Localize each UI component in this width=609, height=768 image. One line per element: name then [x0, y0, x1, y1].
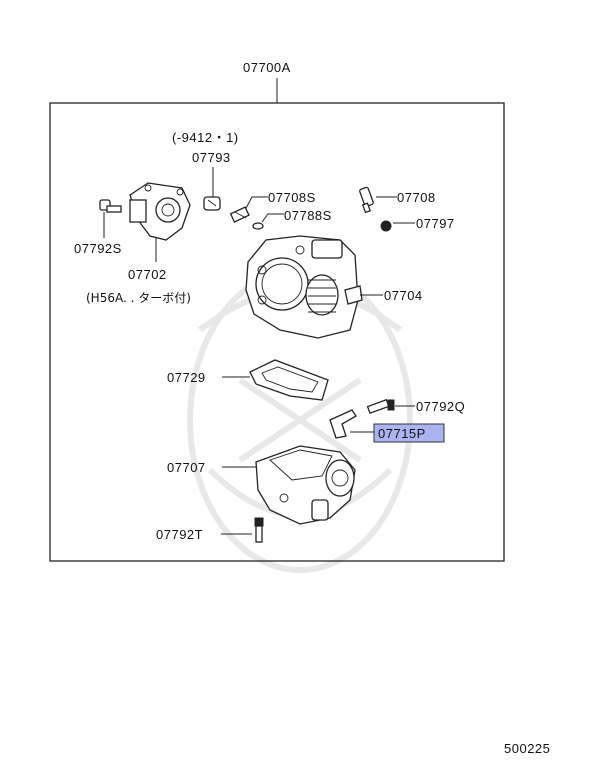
part-07702[interactable] [129, 182, 191, 241]
label-07704[interactable]: 07704 [384, 288, 423, 303]
highlight-box-07715P[interactable] [373, 423, 445, 443]
part-07788S[interactable] [252, 222, 264, 230]
label-07729[interactable]: 07729 [167, 370, 206, 385]
part-07797[interactable] [380, 220, 392, 232]
label-date-range: (-9412・1) [172, 130, 239, 145]
label-07797[interactable]: 07797 [416, 216, 455, 231]
label-07702-note: (H56A. . ターボ付) [86, 291, 191, 305]
part-07792Q[interactable] [366, 398, 395, 415]
label-07707[interactable]: 07707 [167, 460, 206, 475]
label-07715P[interactable]: 07715P [378, 426, 426, 441]
part-07708S[interactable] [229, 206, 250, 223]
part-07793[interactable] [203, 196, 221, 211]
label-07793[interactable]: 07793 [192, 150, 231, 165]
label-07792T[interactable]: 07792T [156, 527, 203, 542]
label-07792Q[interactable]: 07792Q [416, 399, 465, 414]
label-07708[interactable]: 07708 [397, 190, 436, 205]
part-07792T[interactable] [254, 517, 264, 543]
part-07729[interactable] [249, 359, 329, 401]
label-07708S[interactable]: 07708S [268, 190, 316, 205]
part-07715P[interactable] [329, 409, 357, 439]
part-07792S[interactable] [99, 199, 122, 213]
label-07792S[interactable]: 07792S [74, 241, 122, 256]
footer-code: 500225 [504, 741, 550, 756]
label-07702[interactable]: 07702 [128, 267, 167, 282]
part-07708[interactable] [359, 186, 374, 214]
label-07788S[interactable]: 07788S [284, 208, 332, 223]
label-07700A[interactable]: 07700A [243, 60, 291, 75]
part-07704[interactable] [245, 235, 363, 339]
part-07707[interactable] [255, 445, 356, 525]
